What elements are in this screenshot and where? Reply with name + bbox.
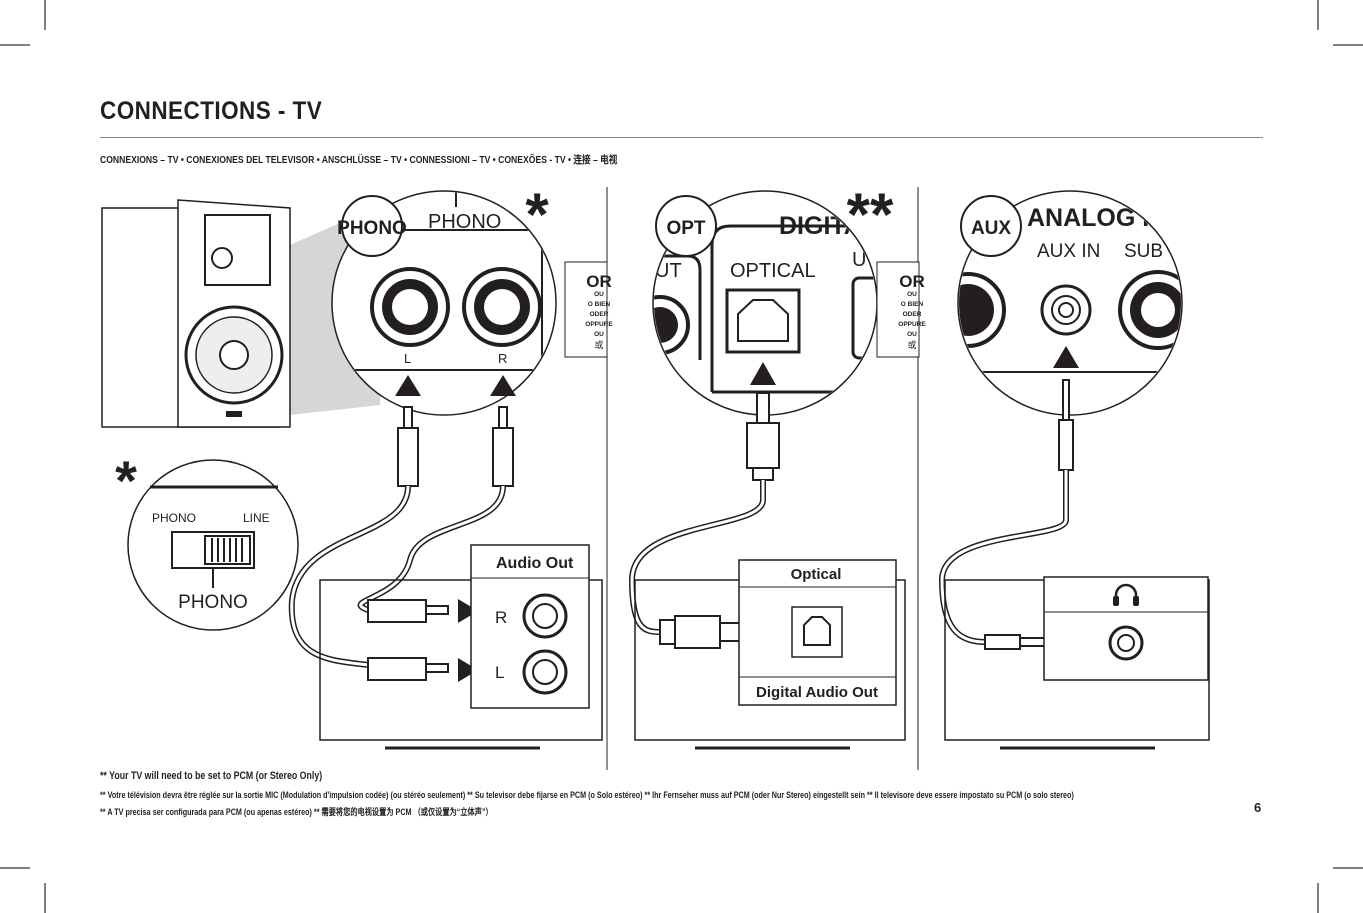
optical-jack-label: OPTICAL [730, 260, 816, 282]
asterisk-note: * [525, 181, 549, 248]
pcm-note: ** Your TV will need to be set to PCM (o… [100, 770, 323, 782]
svg-text:OR: OR [899, 272, 925, 291]
switch-line-label: LINE [243, 511, 270, 525]
svg-text:或: 或 [594, 339, 603, 350]
arrow-up-icon [490, 375, 516, 396]
svg-text:或: 或 [907, 339, 916, 350]
u-label: U [852, 249, 866, 271]
page-subtitle: CONNEXIONS – TV • CONEXIONES DEL TELEVIS… [100, 154, 618, 166]
svg-text:OU: OU [594, 331, 604, 338]
tv-illustration [319, 544, 603, 750]
svg-text:OR: OR [586, 272, 612, 291]
aux-badge [960, 195, 1022, 257]
tv-illustration [634, 559, 906, 750]
svg-text:O BIEN: O BIEN [901, 301, 924, 308]
phono-badge-label: PHONO [337, 218, 407, 239]
aux-badge-label: AUX [971, 218, 1011, 239]
arrow-right-icon [458, 658, 478, 682]
page-title: CONNECTIONS - TV [100, 97, 323, 125]
page-number: 6 [1254, 800, 1262, 815]
arrow-up-icon [395, 375, 421, 396]
pcm-note-translations-1: ** Votre télévision devra être réglée su… [100, 790, 1074, 800]
out-label: UT [655, 260, 682, 282]
svg-text:O BIEN: O BIEN [588, 301, 611, 308]
tv-l-label: L [495, 663, 504, 682]
audio-out-label: Audio Out [496, 555, 574, 572]
headphones-icon [1113, 583, 1139, 606]
svg-text:OPPURE: OPPURE [898, 321, 926, 328]
svg-text:OPPURE: OPPURE [585, 321, 613, 328]
phono-jack-label: PHONO [428, 211, 501, 233]
svg-text:OU: OU [594, 291, 604, 298]
svg-text:ODER: ODER [590, 311, 609, 318]
aux-cable [938, 379, 1074, 650]
digital-panel: DIGITA UT OPTICAL U OPT ** Optical Digit… [628, 181, 906, 750]
opt-badge [655, 195, 717, 257]
left-channel-label: L [404, 351, 411, 366]
optical-port-label: Optical [791, 566, 842, 583]
aux-in-label: AUX IN [1037, 241, 1100, 262]
tv-r-label: R [495, 608, 507, 627]
analog-in-section-label: ANALOG IN [1027, 204, 1167, 232]
svg-text:ODER: ODER [903, 311, 922, 318]
opt-badge-label: OPT [666, 218, 705, 239]
phono-panel: PHONO L R PHONO * Audi [101, 181, 603, 750]
switch-phono-label: PHONO [152, 511, 196, 525]
sub-out-label: SUB O [1124, 241, 1183, 262]
right-channel-label: R [498, 351, 507, 366]
speaker-illustration [101, 199, 291, 428]
tv-illustration [944, 576, 1210, 750]
switch-asterisk: * [115, 449, 137, 512]
phono-badge [341, 195, 403, 257]
svg-text:OU: OU [907, 331, 917, 338]
or-box: OR OU O BIEN ODER OPPURE OU 或 [564, 261, 613, 358]
switch-selected-label: PHONO [178, 592, 248, 613]
arrow-up-icon [750, 362, 776, 385]
or-box: OR OU O BIEN ODER OPPURE OU 或 [876, 261, 926, 358]
digital-audio-out-label: Digital Audio Out [756, 684, 878, 701]
arrow-up-icon [1053, 346, 1079, 368]
aux-panel: ANALOG IN AUX IN SUB O AUX [938, 190, 1210, 750]
arrow-right-icon [458, 599, 478, 623]
title-divider [100, 137, 1263, 138]
pcm-note-translations-2: ** A TV precisa ser configurada para PCM… [100, 807, 493, 817]
svg-text:OU: OU [907, 291, 917, 298]
rca-cable [288, 406, 514, 681]
double-asterisk-note: ** [847, 181, 894, 248]
